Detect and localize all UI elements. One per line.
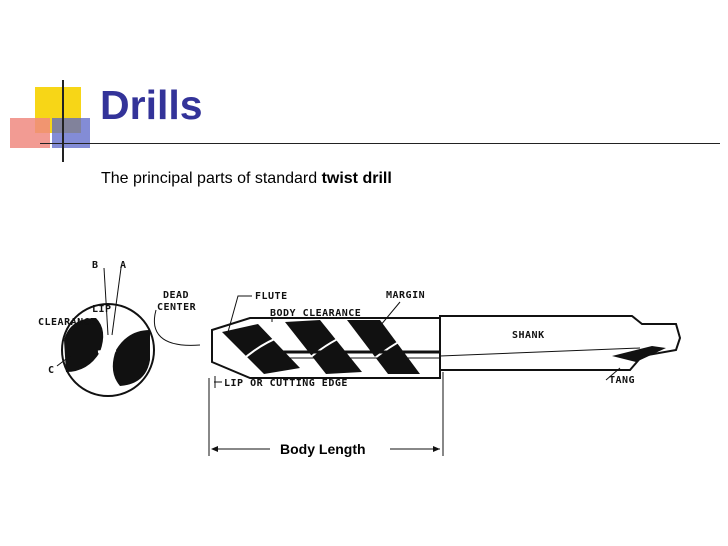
label-margin: MARGIN [386,290,425,301]
drill-body [211,317,441,379]
drill-shank [439,315,682,371]
label-lip-or-cutting-edge: LIP OR CUTTING EDGE [224,378,348,389]
label-center: CENTER [157,302,197,313]
label-a: A [120,260,127,271]
label-flute: FLUTE [255,291,288,302]
label-dead: DEAD [163,290,189,301]
slide-title: Drills [100,82,203,128]
label-body-length: Body Length [280,441,366,457]
label-clearance: CLEARANCE [38,317,97,328]
label-tang: TANG [609,375,635,386]
label-body-clearance: BODY CLEARANCE [270,308,361,319]
subtitle-bold-text: twist drill [321,170,392,187]
title-divider-line [40,143,720,144]
subtitle-text: The principal parts of standard [101,170,322,187]
label-shank: SHANK [512,330,545,341]
drill-end-view [56,267,155,397]
label-b: B [92,260,99,271]
label-c: C [48,365,55,376]
decor-vertical-line [62,80,64,162]
slide-subtitle: The principal parts of standard twist dr… [101,170,392,188]
label-lip: LIP [92,304,112,315]
